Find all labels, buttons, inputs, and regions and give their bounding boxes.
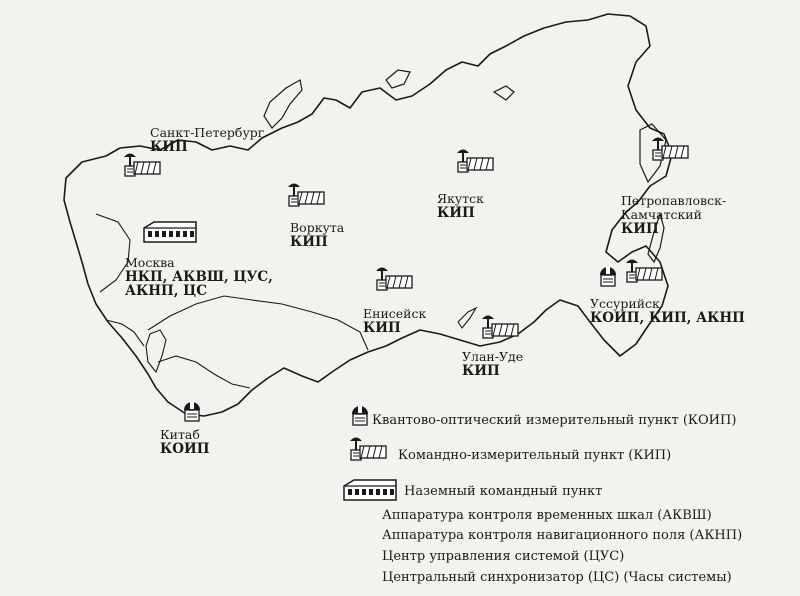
- koip-symbol-kitab: [183, 401, 201, 422]
- legend-akvsh: Аппаратура контроля временных шкал (АКВШ…: [382, 508, 712, 523]
- internal-border-central-asia: [157, 355, 251, 389]
- kip-symbol-yakutsk: [456, 148, 494, 173]
- internal-border-kazakhstan: [147, 295, 369, 351]
- sakhalin: [647, 211, 665, 264]
- legend-koip: Квантово-оптический измерительный пункт …: [372, 413, 737, 428]
- country-outline: [63, 13, 673, 417]
- kip-symbol-vorkuta: [287, 182, 325, 207]
- kip-symbol-spb: [123, 152, 161, 177]
- caspian-sea: [145, 329, 167, 374]
- legend-nkp-symbol: [343, 479, 397, 501]
- legend-ts: Центральный синхронизатор (ЦС) (Часы сис…: [382, 570, 732, 585]
- kip-symbol-ussuriysk: [625, 258, 663, 283]
- internal-border-caucasus: [105, 319, 145, 347]
- legend-koip-symbol: [351, 405, 369, 426]
- severnaya-zemlya: [385, 69, 411, 89]
- legend-kip-symbol: [349, 436, 387, 461]
- internal-border-west: [95, 213, 131, 293]
- legend-nkp: Наземный командный пункт: [404, 484, 603, 499]
- kip-symbol-eniseisk: [375, 266, 413, 291]
- lake-baikal: [457, 306, 478, 329]
- novaya-zemlya: [263, 79, 303, 129]
- legend-tsus: Центр управления системой (ЦУС): [382, 549, 625, 564]
- kip-symbol-petropavlovsk: [651, 136, 689, 161]
- nkp-symbol-moscow: [143, 221, 197, 243]
- koip-symbol-ussuriysk: [599, 266, 617, 287]
- legend-kip: Командно-измерительный пункт (КИП): [398, 448, 672, 463]
- kamchatka: [639, 123, 667, 184]
- kip-symbol-ulan-ude: [481, 314, 519, 339]
- novosibirsk-islands: [492, 85, 515, 101]
- legend-aknp: Аппаратура контроля навигационного поля …: [382, 528, 743, 543]
